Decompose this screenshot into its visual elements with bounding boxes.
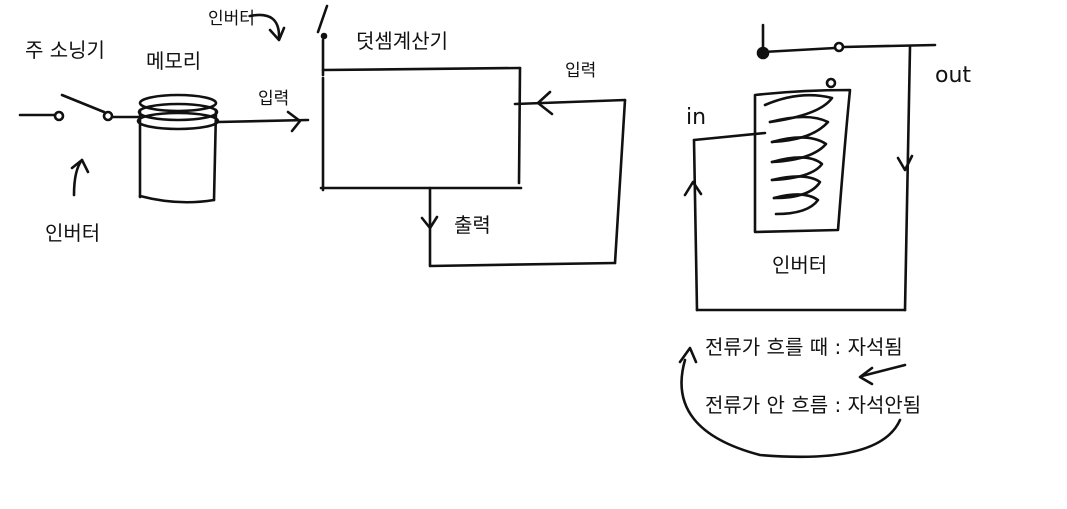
core-top-contact xyxy=(825,77,837,89)
coil-input-wire xyxy=(692,131,767,142)
label-adder: 덧셈계산기 xyxy=(356,29,448,53)
feedback-loop xyxy=(420,90,627,268)
label-inverter-top: 인버터 xyxy=(208,9,255,29)
label-input-right: 입력 xyxy=(565,61,596,81)
adder-box xyxy=(319,66,523,192)
switch-lever xyxy=(60,93,106,114)
memory-to-adder-arrow xyxy=(216,110,310,133)
coil-core xyxy=(753,88,852,234)
out-wire xyxy=(841,43,937,49)
switch-contact-right xyxy=(102,110,114,122)
label-memory: 메모리 xyxy=(146,49,201,73)
memory-cylinder xyxy=(136,93,220,204)
label-inverter-right: 인버터 xyxy=(772,253,827,277)
switch-contact-left xyxy=(53,110,65,122)
adder-switch xyxy=(248,4,329,77)
left-wire xyxy=(692,138,699,312)
relay-circuit xyxy=(683,23,937,312)
label-out: out xyxy=(935,63,971,88)
right-return-wire xyxy=(903,45,912,312)
arrow-inverter-left xyxy=(70,158,90,197)
legend-arrows xyxy=(678,346,907,459)
legend-current-not-flows: 전류가 안 흐름 : 자석안됨 xyxy=(705,393,921,417)
label-inverter-left: 인버터 xyxy=(45,221,100,245)
label-input-left: 입력 xyxy=(258,89,289,109)
label-in: in xyxy=(686,105,706,130)
label-output: 출력 xyxy=(454,213,491,237)
legend-current-flows: 전류가 흐를 때 : 자석됨 xyxy=(705,335,903,359)
memory-top xyxy=(138,93,218,113)
label-main-power-supply: 주 소닝기 xyxy=(25,38,105,62)
electromagnet-coil xyxy=(753,77,852,234)
power-switch xyxy=(18,93,140,122)
relay-contact-arm xyxy=(761,46,837,54)
